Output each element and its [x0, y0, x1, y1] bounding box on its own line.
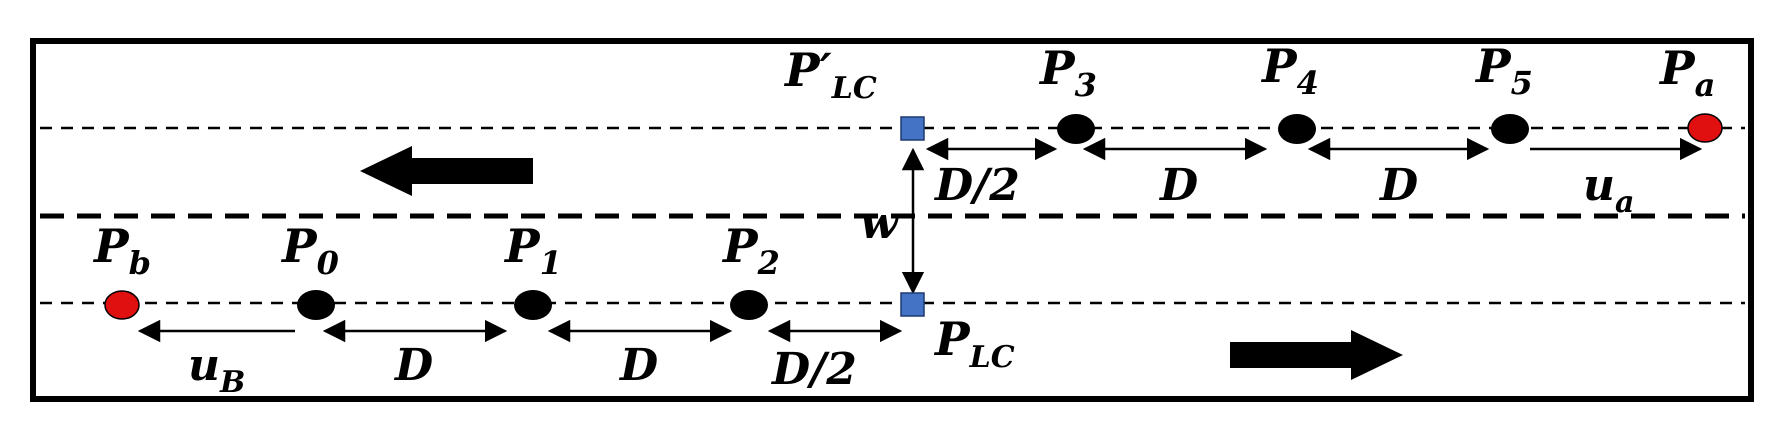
vehicle-p2: [730, 290, 768, 320]
label-ub: uB: [188, 340, 245, 400]
arrow-right-icon: [1230, 330, 1403, 380]
label-lane-width: w: [860, 198, 900, 249]
label-p3: P3: [1038, 41, 1097, 104]
vehicle-p0: [297, 290, 335, 320]
arrow-left-icon: [360, 146, 533, 196]
label-pa: Pa: [1658, 41, 1715, 104]
label-top-gap-2: D: [1378, 160, 1418, 211]
label-ua: ua: [1583, 160, 1634, 220]
label-bottom-gap-2: D: [618, 340, 658, 391]
label-pb: Pb: [92, 219, 151, 282]
label-top-half-gap: D/2: [933, 160, 1020, 211]
vehicle-pa: [1687, 113, 1723, 143]
label-bottom-gap-1: D: [393, 340, 433, 391]
lane-change-point-top: [900, 116, 925, 141]
label-p0: P0: [280, 219, 339, 282]
vehicle-p5: [1491, 114, 1529, 144]
vehicle-p3: [1057, 114, 1095, 144]
label-p4: P4: [1260, 39, 1319, 102]
vehicle-pb: [104, 290, 140, 320]
vehicle-p1: [514, 290, 552, 320]
label-p5: P5: [1474, 39, 1533, 102]
label-p1: P1: [503, 219, 562, 282]
label-p2: P2: [721, 219, 780, 282]
road-border: [30, 38, 1754, 402]
label-p-lc-prime: P′LC: [783, 43, 877, 106]
label-p-lc: PLC: [933, 312, 1015, 375]
vehicle-p4: [1278, 114, 1316, 144]
lane-change-point-bottom: [900, 292, 925, 317]
label-bottom-half-gap: D/2: [770, 344, 857, 395]
label-top-gap-1: D: [1158, 160, 1198, 211]
